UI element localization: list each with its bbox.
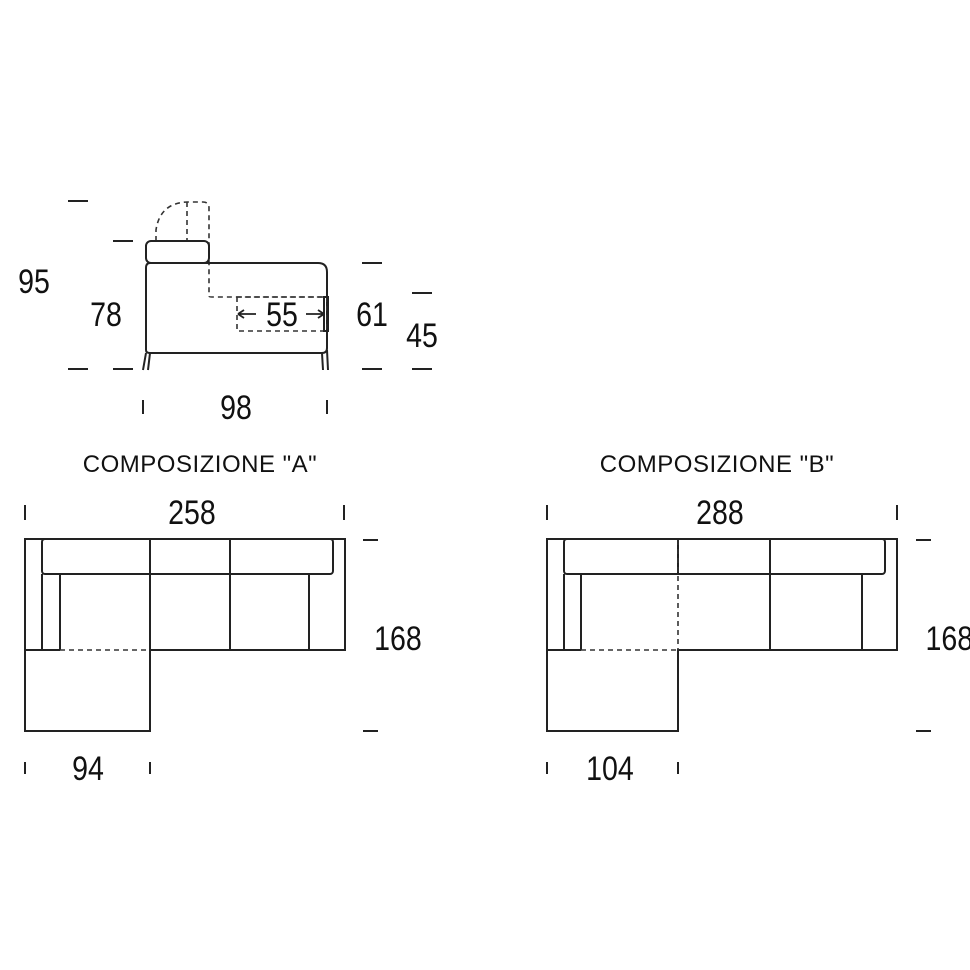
composition-a: COMPOSIZIONE "A" 258 168 94 — [24, 451, 422, 788]
b-width-label: 288 — [696, 494, 744, 532]
seat-depth-box — [236, 296, 328, 332]
b-chaise-width-label: 104 — [586, 750, 634, 788]
headrest-raised-outline — [155, 201, 327, 298]
seat-height-label: 45 — [406, 317, 438, 355]
composition-a-title: COMPOSIZIONE "A" — [83, 451, 317, 478]
side-view: 95 78 55 61 45 98 — [18, 200, 438, 427]
total-height-label: 95 — [18, 263, 50, 301]
b-depth-label: 168 — [926, 620, 970, 658]
seat-depth-label: 55 — [266, 296, 298, 334]
headrest — [145, 240, 210, 264]
composition-b-title: COMPOSIZIONE "B" — [600, 451, 834, 478]
b-backrest — [563, 538, 886, 575]
leg-back — [321, 349, 329, 371]
a-outline — [24, 538, 346, 732]
a-backrest — [41, 538, 334, 575]
arrow-right — [306, 309, 325, 319]
frame-height-label: 78 — [90, 296, 122, 334]
leg-front — [142, 352, 151, 371]
composition-b: COMPOSIZIONE "B" 288 168 104 — [546, 451, 970, 788]
depth-label: 98 — [220, 389, 252, 427]
a-depth-label: 168 — [374, 620, 422, 658]
a-chaise-width-label: 94 — [72, 750, 104, 788]
arrow-left — [237, 309, 256, 319]
b-outline — [546, 538, 898, 732]
back-height-label: 61 — [356, 296, 388, 334]
a-width-label: 258 — [168, 494, 216, 532]
